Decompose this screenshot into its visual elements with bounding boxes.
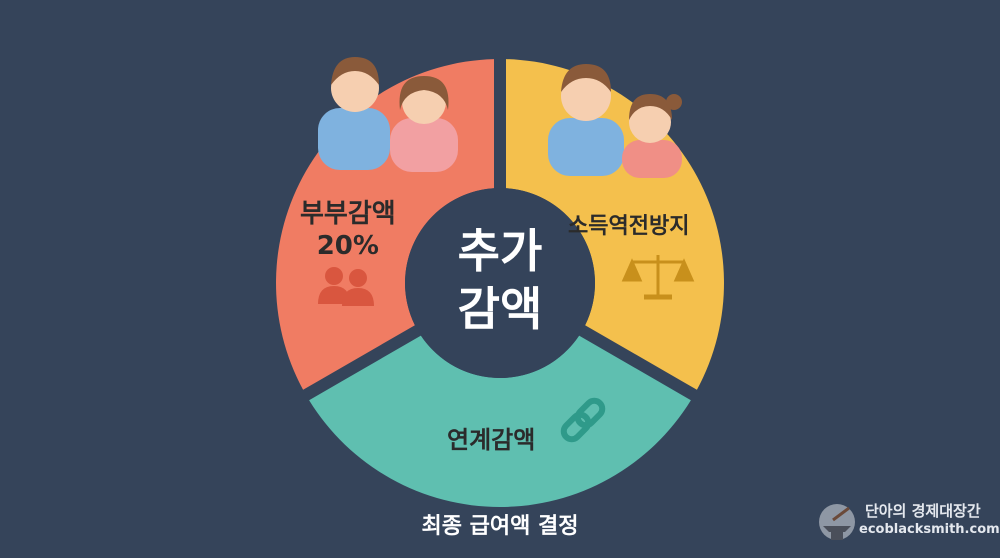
couple-label: 부부감액 <box>300 199 396 229</box>
segment-label-couple: 부부감액 20% <box>300 198 396 262</box>
watermark-title: 단아의 경제대장간 <box>865 502 981 520</box>
center-line-1: 추가 <box>457 224 543 278</box>
segment-linked <box>309 335 691 508</box>
caption: 최종 급여액 결정 <box>421 514 579 539</box>
center-line-2: 감액 <box>457 282 543 336</box>
balance-scale-icon <box>621 255 695 300</box>
parent-child-illustration-icon <box>548 64 682 178</box>
couple-illustration-icon <box>318 57 458 172</box>
chain-link-icon <box>560 397 606 443</box>
center-circle <box>405 188 595 378</box>
center-title: 추가 감액 <box>405 222 595 338</box>
segment-label-linked: 연계감액 <box>447 426 536 454</box>
segment-label-reversal: 소득역전방지 <box>568 214 690 239</box>
couple-silhouette-icon <box>318 267 374 306</box>
couple-percent: 20% <box>316 231 379 261</box>
watermark: 단아의 경제대장간 ecoblacksmith.com <box>815 498 1000 548</box>
watermark-url: ecoblacksmith.com <box>859 522 1000 537</box>
anvil-hammer-icon <box>819 504 855 540</box>
